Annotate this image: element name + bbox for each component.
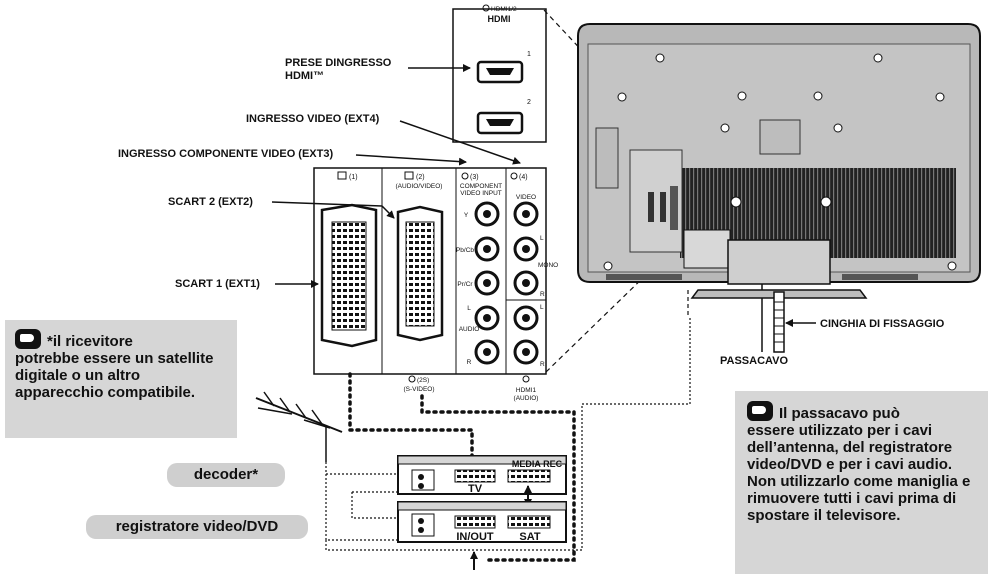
antenna bbox=[255, 391, 343, 462]
cable-clip-label: PASSACAVO bbox=[720, 355, 788, 367]
decoder-device: TV MEDIA REC bbox=[397, 455, 567, 495]
hdmi-port-1-label: 1 bbox=[527, 51, 531, 58]
svideo-label-1: (2S) bbox=[417, 377, 429, 384]
hdmi1-audio-label-1: HDMI1 bbox=[516, 387, 537, 394]
strap bbox=[773, 291, 785, 353]
video-audio-l: L bbox=[540, 235, 544, 242]
recorder-sat-port: SAT bbox=[519, 531, 540, 543]
decoder-tv-port: TV bbox=[468, 483, 483, 495]
hdmi-logo: HDMI bbox=[488, 14, 511, 24]
slot1-label: (1) bbox=[349, 174, 358, 181]
hdmi1-audio-l: L bbox=[540, 304, 544, 311]
component-ext3-label: INGRESSO COMPONENTE VIDEO (EXT3) bbox=[118, 148, 333, 160]
hdmi12-title: HDMI1/2 bbox=[491, 6, 517, 13]
callouts: PRESE DINGRESSO HDMI™ INGRESSO VIDEO (EX… bbox=[118, 57, 945, 367]
input-icon bbox=[461, 172, 469, 180]
mono-label: MONO bbox=[538, 262, 558, 269]
component-audio-r: R bbox=[467, 359, 472, 366]
input-icon bbox=[482, 4, 490, 12]
scart2-label: SCART 2 (EXT2) bbox=[168, 196, 253, 208]
decoder-label: decoder* bbox=[167, 463, 285, 487]
pb-label: Pb/Cb bbox=[456, 247, 474, 254]
decoder-media-rec: MEDIA REC bbox=[512, 459, 563, 469]
tv-stand bbox=[690, 239, 868, 353]
hdmi-port-2-label: 2 bbox=[527, 99, 531, 106]
recorder-inout-port: IN/OUT bbox=[456, 531, 494, 543]
scart-icon bbox=[404, 171, 414, 180]
video-jacks bbox=[513, 201, 539, 365]
input-icon bbox=[510, 172, 518, 180]
receiver-note-body: potrebbe essere un satellite digitale o … bbox=[15, 350, 214, 401]
tv-rear bbox=[577, 23, 981, 283]
hand-pointer-icon bbox=[747, 401, 773, 421]
component-audio-l: L bbox=[467, 305, 471, 312]
component-jacks bbox=[474, 201, 500, 365]
svideo-label-2: (S-VIDEO) bbox=[403, 386, 434, 393]
slot4-label: (4) bbox=[519, 174, 528, 181]
hdmi-inputs-label: PRESE DINGRESSO bbox=[285, 57, 392, 69]
y-label: Y bbox=[464, 212, 469, 219]
hdmi1-audio-r: R bbox=[540, 361, 545, 368]
receiver-note-line1: *il ricevitore bbox=[47, 333, 133, 350]
recorder-label: registratore video/DVD bbox=[86, 515, 308, 539]
slot2-label: (2) bbox=[416, 174, 425, 181]
cable-clip-note: Il passacavo può essere utilizzato per i… bbox=[735, 391, 988, 574]
scart-icon bbox=[337, 171, 347, 180]
recorder-device: IN/OUT SAT bbox=[397, 501, 567, 543]
cable-clip-note-body: essere utilizzato per i cavi dell’antenn… bbox=[747, 422, 971, 524]
receiver-note: *il ricevitore potrebbe essere un satell… bbox=[5, 320, 237, 438]
slot3-label: (3) bbox=[470, 174, 479, 181]
hand-pointer-icon bbox=[15, 329, 41, 349]
pr-label: Pr/Cr bbox=[457, 281, 473, 288]
hdmi-inputs-label-2: HDMI™ bbox=[285, 70, 324, 82]
scart1-label: SCART 1 (EXT1) bbox=[175, 278, 260, 290]
cable-clip-note-line1: Il passacavo può bbox=[779, 405, 900, 422]
video-audio-r: R bbox=[540, 291, 545, 298]
slot3-sub1: COMPONENT bbox=[460, 183, 502, 190]
hdmi-panel: HDMI1/2 HDMI 1 2 bbox=[452, 4, 547, 143]
slot4-sub: VIDEO bbox=[516, 194, 536, 201]
strap-label: CINGHIA DI FISSAGGIO bbox=[820, 318, 945, 330]
connector-panel: (1) (2) (AUDIO/VIDEO) (3) COMPONENT VIDE… bbox=[313, 167, 558, 402]
slot2-sub: (AUDIO/VIDEO) bbox=[396, 183, 443, 190]
component-audio-label: AUDIO bbox=[459, 326, 480, 333]
video-ext4-label: INGRESSO VIDEO (EXT4) bbox=[246, 113, 380, 125]
hdmi1-audio-label-2: (AUDIO) bbox=[514, 395, 539, 402]
slot3-sub2: VIDEO INPUT bbox=[460, 190, 502, 197]
